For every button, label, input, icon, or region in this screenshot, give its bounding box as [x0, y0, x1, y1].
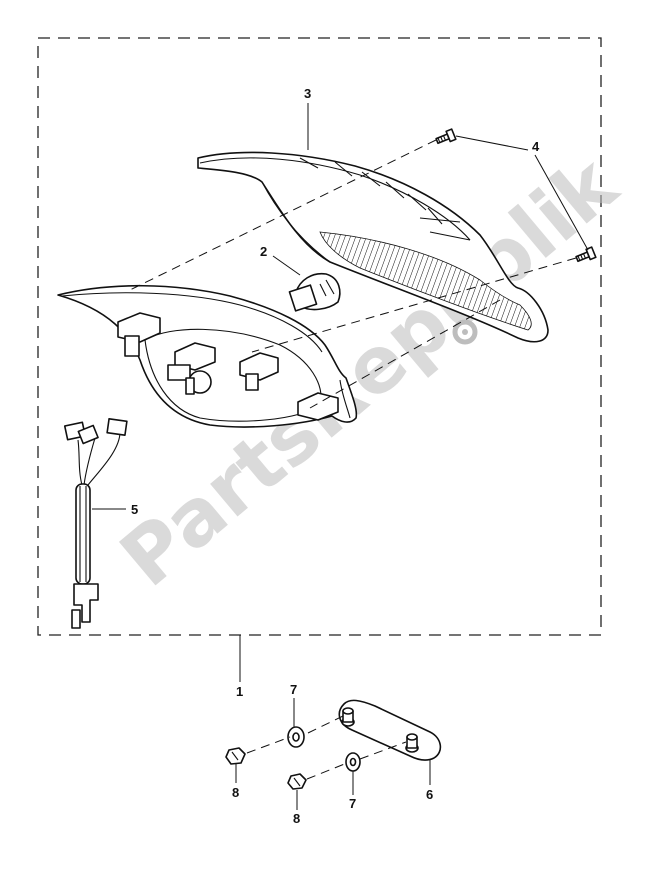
callout-2: 2	[260, 244, 267, 259]
assembly-lines	[129, 139, 577, 780]
leader-lines	[92, 103, 589, 810]
gear-logo-icon	[452, 319, 478, 345]
tail-lamp-lens	[197, 151, 549, 343]
screw-upper	[435, 128, 457, 145]
screw-lower	[575, 246, 597, 263]
callout-3: 3	[304, 86, 311, 101]
wiring-harness	[63, 418, 128, 629]
callout-6: 6	[426, 787, 433, 802]
callout-8-lower: 8	[293, 811, 300, 826]
bulb	[288, 272, 341, 312]
callout-4: 4	[532, 139, 540, 154]
nut-upper	[225, 747, 246, 765]
kit-boundary-frame	[37, 37, 602, 636]
tail-lamp-housing	[57, 284, 358, 428]
nut-lower	[287, 773, 307, 790]
callout-7-upper: 7	[290, 682, 297, 697]
callout-7-lower: 7	[349, 796, 356, 811]
mounting-plate	[338, 699, 442, 761]
callout-8-upper: 8	[232, 785, 239, 800]
callout-1: 1	[236, 684, 243, 699]
washer-lower	[345, 752, 361, 772]
washer-upper	[287, 726, 305, 748]
callout-5: 5	[131, 502, 138, 517]
